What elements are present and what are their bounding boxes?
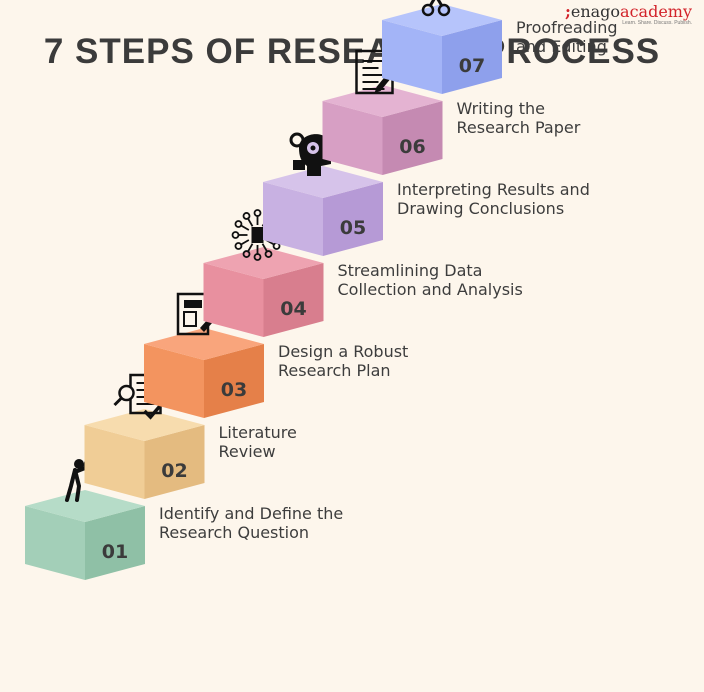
step-label: Interpreting Results and Drawing Conclus… (397, 180, 590, 218)
step-number: 01 (102, 541, 128, 563)
step-04: 04 (203, 209, 324, 337)
step-face-top (203, 247, 324, 279)
step-face-top (322, 85, 443, 117)
step-face-left (25, 506, 85, 580)
step-face-top (382, 4, 502, 36)
step-face-right (85, 506, 145, 580)
step-label: Identify and Define the Research Questio… (159, 504, 344, 542)
step-face-left (263, 182, 323, 256)
step-number: 05 (340, 217, 366, 239)
logo-mark: ; (564, 2, 571, 21)
step-label: Writing the Research Paper (456, 99, 581, 137)
step-face-right (442, 20, 502, 94)
step-number: 02 (161, 460, 187, 482)
step-face-top (25, 490, 145, 522)
step-face-top (263, 166, 383, 198)
step-face-right (144, 425, 205, 499)
step-face-top (84, 409, 205, 441)
logo-tagline: Learn. Share. Discuss. Publish. (622, 20, 692, 26)
step-number: 03 (221, 379, 247, 401)
film-scissors-icon (421, 0, 451, 17)
step-06: 06 (322, 49, 443, 175)
step-01: 01 (25, 454, 145, 580)
step-face-left (382, 20, 442, 94)
step-07: 07 (382, 0, 502, 94)
step-05: 05 (263, 132, 383, 256)
step-label: Literature Review (218, 423, 297, 461)
step-number: 07 (459, 55, 485, 77)
step-face-right (382, 101, 443, 175)
logo-text: enago (570, 2, 621, 21)
step-face-left (144, 344, 204, 418)
step-face-right (323, 182, 383, 256)
logo-text-accent: academy (620, 2, 692, 21)
step-label: Design a Robust Research Plan (278, 342, 409, 380)
enago-academy-logo: ;enagoacademy Learn. Share. Discuss. Pub… (565, 2, 692, 26)
step-number: 04 (280, 298, 306, 320)
step-face-left (84, 425, 145, 499)
step-face-right (204, 344, 264, 418)
page-title: 7 STEPS OF RESEARCH PROCESS (43, 32, 661, 71)
step-face-left (322, 101, 383, 175)
step-face-top (144, 328, 264, 360)
step-label: Proofreading and Editing (516, 18, 618, 56)
step-number: 06 (399, 136, 425, 158)
step-02: 02 (84, 373, 205, 499)
step-label: Streamlining Data Collection and Analysi… (337, 261, 523, 299)
step-face-right (263, 263, 324, 337)
step-face-left (203, 263, 264, 337)
